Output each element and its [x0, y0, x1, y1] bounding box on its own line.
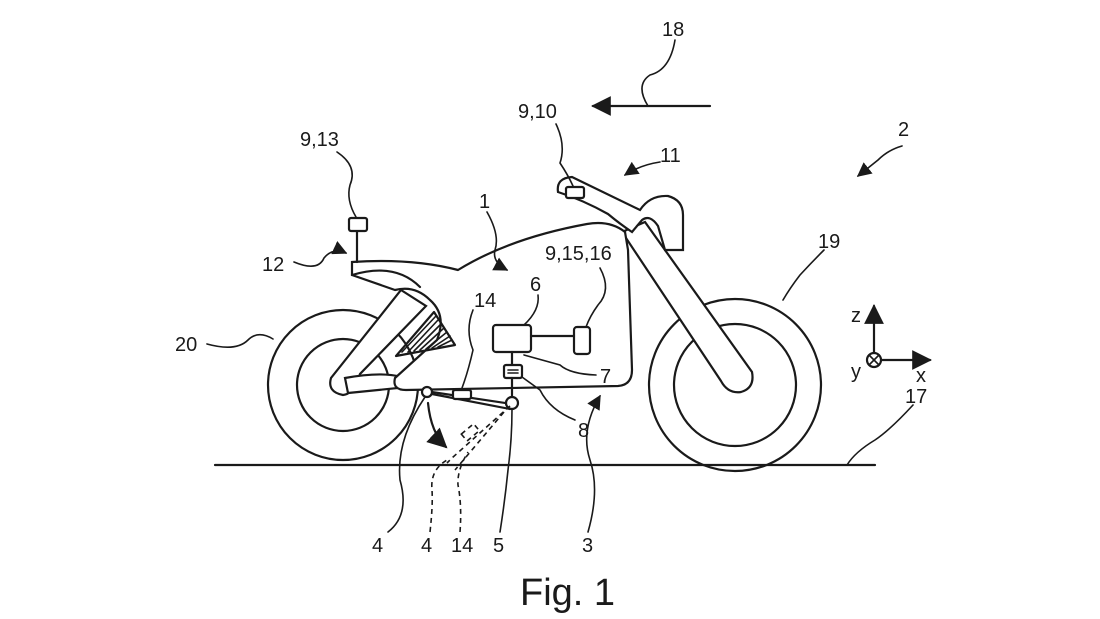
- figure-caption: Fig. 1: [520, 572, 615, 614]
- front-wheel: [647, 297, 823, 473]
- label-4-dashed: 4: [421, 535, 432, 557]
- controller-box-6: [491, 323, 533, 354]
- label-9-15-16: 9,15,16: [545, 243, 612, 265]
- sensor-box-15: [572, 325, 592, 356]
- actuator-7: [502, 363, 524, 380]
- frame-body: [350, 221, 634, 392]
- leader-lines: [206, 39, 914, 533]
- rear-sensor: [347, 216, 369, 233]
- label-9-13: 9,13: [300, 129, 339, 151]
- label-12: 12: [262, 254, 284, 276]
- stand-sensor-14: [451, 388, 473, 401]
- label-19: 19: [818, 231, 840, 253]
- label-18: 18: [662, 19, 684, 41]
- label-20: 20: [175, 334, 197, 356]
- stand-swing-arrow: [426, 401, 448, 449]
- label-6: 6: [530, 274, 541, 296]
- coordinate-axes: [864, 304, 932, 370]
- label-1: 1: [479, 191, 490, 213]
- label-17: 17: [905, 386, 927, 408]
- front-fork: [620, 220, 754, 394]
- label-14: 14: [474, 290, 496, 312]
- label-3: 3: [582, 535, 593, 557]
- label-4-solid: 4: [372, 535, 383, 557]
- side-stand-lower: [430, 392, 512, 411]
- label-8: 8: [578, 420, 589, 442]
- axis-y-label: y: [851, 361, 861, 383]
- side-stand-folded: [446, 405, 511, 471]
- stand-pivot-left: [420, 385, 434, 399]
- axis-x-label: x: [916, 365, 926, 387]
- label-2: 2: [898, 119, 909, 141]
- label-5: 5: [493, 535, 504, 557]
- handlebar: [556, 175, 685, 252]
- stand-sensor-14-folded: [460, 422, 481, 443]
- handlebar-display: [564, 185, 586, 200]
- frame-window-hatching: [401, 315, 453, 353]
- axis-z-label: z: [851, 305, 861, 327]
- seat-hump: [350, 269, 422, 289]
- label-9-10: 9,10: [518, 101, 557, 123]
- label-7: 7: [600, 366, 611, 388]
- label-14-dashed: 14: [451, 535, 473, 557]
- label-11: 11: [660, 145, 681, 167]
